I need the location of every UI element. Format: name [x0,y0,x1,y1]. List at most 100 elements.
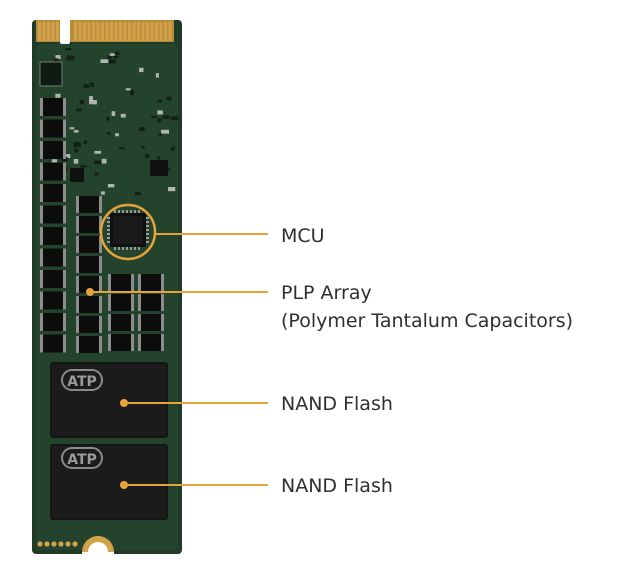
mcu-pin [114,247,116,250]
capacitor-terminal [63,248,66,267]
smd-component [55,55,61,60]
capacitor-terminal [131,274,134,291]
smd-component [151,115,157,119]
tantalum-capacitor [76,336,102,353]
mcu-pin [107,221,110,223]
capacitor-terminal [40,162,43,181]
capacitor-terminal [40,141,43,159]
connector-pin [42,22,46,41]
smd-component [109,53,115,56]
mcu-pin [130,247,132,250]
small-ic [39,61,63,87]
bottom-pad [65,541,71,547]
connector-pin [83,22,86,41]
tantalum-capacitor [108,314,134,331]
capacitor-terminal [108,274,111,291]
callout-label-mcu: MCU [281,225,325,247]
smd-component [79,99,84,104]
connector-pin [114,22,118,41]
mcu-pin [122,247,124,250]
connector-pin [159,22,163,41]
connector-pin [150,22,154,41]
capacitor-terminal [40,248,43,267]
capacitor-terminal [76,256,79,273]
tantalum-capacitor [40,313,66,331]
capacitor-terminal [76,236,79,253]
capacitor-terminal [63,334,66,353]
smd-component [100,191,105,195]
connector-pin [119,22,122,41]
capacitor-terminal [63,227,66,245]
connector-pin [87,22,91,41]
smd-component [108,59,117,64]
connector-pin [56,22,59,41]
capacitor-terminal [40,313,43,331]
connector-pins [38,22,172,41]
capacitor-terminal [99,256,102,273]
smd-component [89,82,94,87]
mcu-pin [146,221,149,223]
smd-component [119,147,125,150]
capacitor-terminal [63,141,66,159]
capacitor-terminal [99,216,102,233]
nand-package-top: ATP [50,362,168,438]
smd-component [106,116,110,121]
capacitor-terminal [161,334,164,351]
capacitor-terminal [63,98,66,116]
connector-pin [47,22,50,41]
smd-component [66,55,75,61]
bottom-pad [72,541,78,547]
capacitor-terminal [99,336,102,353]
capacitor-terminal [40,184,43,202]
smd-component [157,156,161,160]
smd-component [145,154,150,158]
bottom-pad [44,541,50,547]
tantalum-capacitor [76,276,102,293]
mcu-pin [146,233,149,235]
callout-label-nand-bottom: NAND Flash [281,475,393,497]
capacitor-terminal [63,313,66,331]
capacitor-terminal [40,98,43,116]
smd-component [69,127,75,130]
connector-pin [101,22,104,41]
capacitor-terminal [161,314,164,331]
capacitor-terminal [108,294,111,311]
smd-component [139,67,144,73]
bottom-pad [51,541,57,547]
bottom-pads [37,541,78,547]
connector-pin [146,22,149,41]
capacitor-terminal [131,334,134,351]
mcu-pin [138,247,140,250]
mcu-pin [130,210,132,213]
capacitor-terminal [40,119,43,138]
capacitor-terminal [138,334,141,351]
capacitor-column-middle [76,196,102,353]
callout-lines [86,233,268,489]
mcu-pin [107,237,110,239]
connector-pin [92,22,95,41]
tantalum-capacitor [40,141,66,159]
tantalum-capacitor [40,248,66,267]
bottom-pad [58,541,64,547]
callout-label-plp: PLP Array [281,282,372,304]
atp-logo-bottom [61,447,103,469]
smd-component [89,100,97,105]
mcu-pin [107,233,110,235]
smd-component [107,55,112,60]
connector-pin [96,22,100,41]
smd-component [73,130,79,133]
capacitor-terminal [99,236,102,253]
tantalum-capacitor [40,291,66,310]
smd-component [155,73,159,78]
capacitor-terminal [138,294,141,311]
edge-connector [36,18,174,44]
smd-component [141,145,145,149]
smd-component [113,55,119,59]
mcu-pin [146,229,149,231]
capacitor-terminal [63,291,66,310]
mcu-pin [122,210,124,213]
smd-component [89,96,93,101]
screw-notch [82,536,114,564]
capacitor-terminal [99,196,102,213]
capacitor-column-left [40,98,66,353]
